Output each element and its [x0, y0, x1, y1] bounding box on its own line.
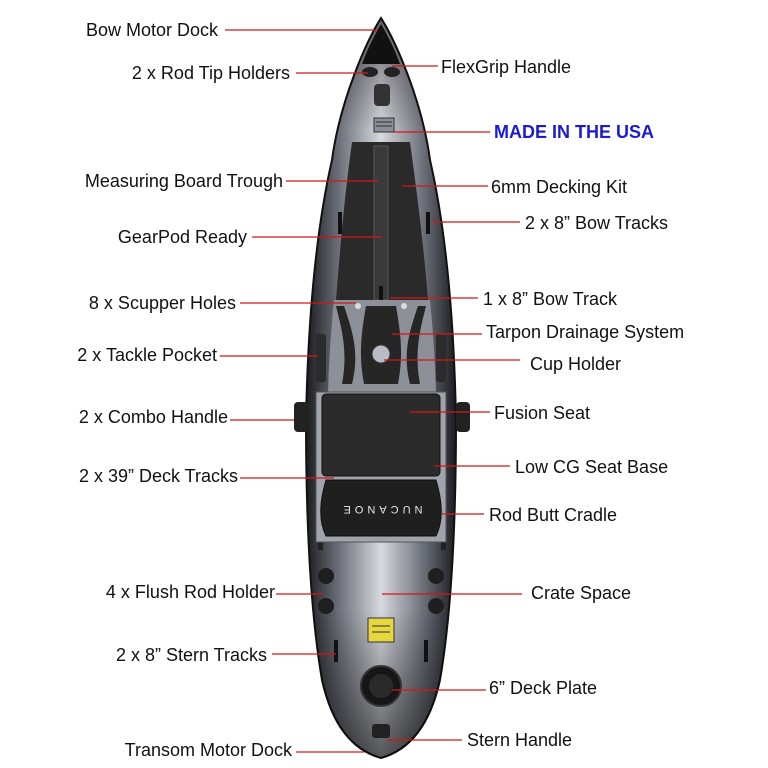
rod-tip-holder-right	[384, 67, 400, 77]
caution-plate	[367, 617, 395, 643]
label-tackle-pocket: 2 x Tackle Pocket	[77, 345, 217, 365]
drainage-channel-left	[336, 306, 356, 384]
drainage-channel-right	[406, 306, 426, 384]
stern-track-right	[424, 640, 428, 662]
label-combo-handle: 2 x Combo Handle	[78, 407, 228, 427]
measuring-trough	[373, 145, 389, 301]
label-rod-butt-cradle: Rod Butt Cradle	[489, 505, 618, 525]
bow-motor-dock-shape	[362, 24, 400, 64]
flush-rod-holder	[318, 568, 334, 584]
bow-track-left	[338, 212, 342, 234]
label-flush-rod-holder: 4 x Flush Rod Holder	[105, 582, 275, 602]
label-deck-tracks-39: 2 x 39” Deck Tracks	[78, 466, 238, 486]
label-bow-tracks-2x8: 2 x 8” Bow Tracks	[525, 213, 669, 233]
bow-track-center	[379, 286, 383, 308]
label-stern-handle: Stern Handle	[467, 730, 573, 750]
cup-holder-shape	[371, 344, 391, 364]
seat-logo: NUCANOE	[339, 503, 422, 515]
label-deck-plate: 6” Deck Plate	[489, 678, 598, 698]
label-flexgrip-handle: FlexGrip Handle	[441, 57, 572, 77]
label-stern-tracks: 2 x 8” Stern Tracks	[115, 645, 267, 665]
fusion-seat-back	[321, 393, 441, 477]
rod-tip-holder-left	[362, 67, 378, 77]
scupper-hole	[355, 303, 361, 309]
label-transom-motor-dock: Transom Motor Dock	[124, 740, 292, 760]
label-decking-kit: 6mm Decking Kit	[491, 177, 628, 197]
label-gearpod-ready: GearPod Ready	[117, 227, 247, 247]
combo-handle-right	[456, 402, 470, 432]
scupper-hole	[401, 303, 407, 309]
label-tarpon-drainage: Tarpon Drainage System	[486, 322, 685, 342]
bow-track-right	[426, 212, 430, 234]
leader-lines	[220, 29, 522, 753]
label-measuring-board-trough: Measuring Board Trough	[84, 171, 283, 191]
label-cup-holder: Cup Holder	[530, 354, 622, 374]
flush-rod-holder	[428, 568, 444, 584]
label-scupper-holes: 8 x Scupper Holes	[88, 293, 236, 313]
stern-handle-shape	[372, 724, 390, 738]
label-rod-tip-holders: 2 x Rod Tip Holders	[131, 63, 290, 83]
combo-handle-left	[294, 402, 308, 432]
label-made-in-usa: MADE IN THE USA	[494, 122, 655, 142]
label-crate-space: Crate Space	[531, 583, 632, 603]
tackle-pocket-left	[316, 334, 326, 382]
flexgrip-handle-shape	[374, 84, 390, 106]
tackle-pocket-right	[436, 334, 446, 382]
flush-rod-holder	[318, 598, 334, 614]
label-bow-motor-dock: Bow Motor Dock	[85, 20, 218, 40]
label-low-cg-seat-base: Low CG Seat Base	[515, 457, 669, 477]
usa-plaque	[373, 117, 395, 133]
label-bow-track-1x8: 1 x 8” Bow Track	[483, 289, 618, 309]
fusion-seat-cushion	[320, 479, 442, 537]
label-fusion-seat: Fusion Seat	[494, 403, 591, 423]
stern-track-left	[334, 640, 338, 662]
flush-rod-holder	[428, 598, 444, 614]
